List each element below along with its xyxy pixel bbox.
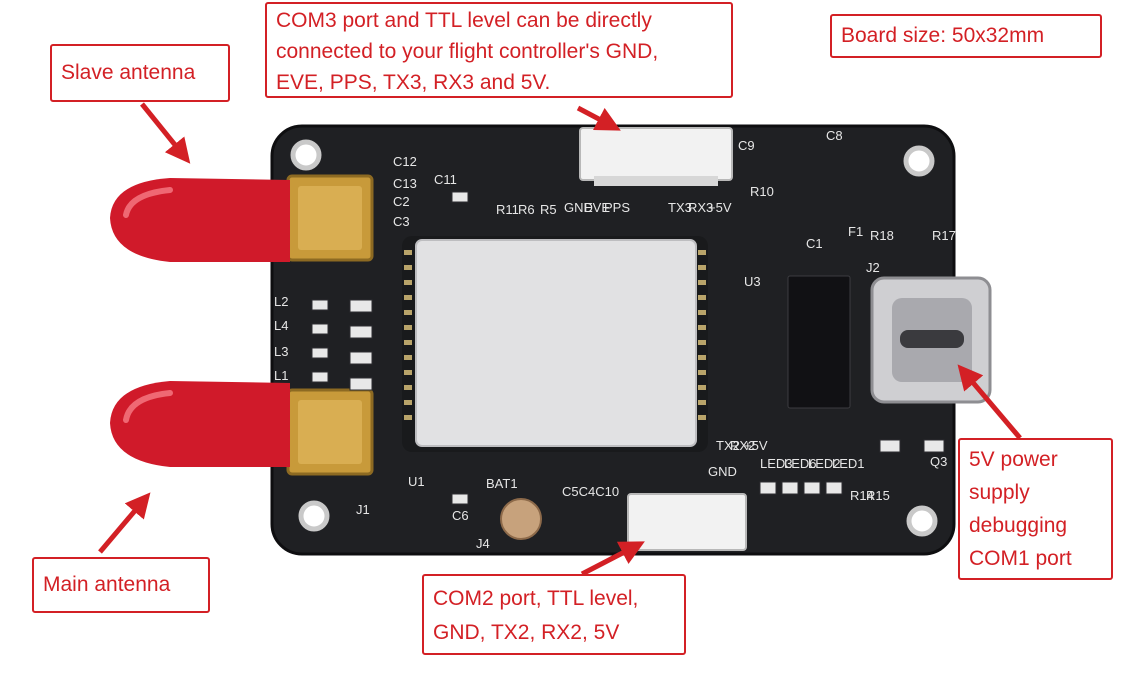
silk-led6: LED6 <box>784 456 817 471</box>
usb-uart-ic <box>787 275 851 409</box>
backup-battery <box>500 498 542 540</box>
silk-c1: C6 <box>452 508 469 523</box>
silk-c6: C5C4C10 <box>562 484 619 499</box>
com3-connector <box>579 127 733 186</box>
silk-tx2: TX2 <box>716 438 740 453</box>
gnss-module <box>402 236 708 452</box>
usb-c-port <box>870 276 992 404</box>
silk-gnd-com2: GND <box>708 464 737 479</box>
callout-com3-line-3: EVE, PPS, TX3, RX3 and 5V. <box>276 71 551 94</box>
silk-tx3: TX3 <box>668 200 692 215</box>
silkscreen-labels: C12 C13 C2 C3 C11 GND EVE PPS TX3 RX3 +5… <box>274 128 956 551</box>
silk-c9: C9 <box>738 138 755 153</box>
silk-c13: C13 <box>393 176 417 191</box>
callout-com2-port: COM2 port, TTL level, GND, TX2, RX2, 5V <box>422 574 686 655</box>
silk-gnd-com3: GND <box>564 200 593 215</box>
callout-main-antenna: Main antenna <box>32 557 210 613</box>
silk-5v-com2: +5V <box>744 438 768 453</box>
antenna-caps <box>110 178 290 467</box>
callout-board-size: Board size: 50x32mm <box>830 14 1102 58</box>
silk-led2: LED2 <box>808 456 841 471</box>
silk-c12: C12 <box>393 154 417 169</box>
callout-com1-line-1: 5V power <box>969 448 1058 471</box>
silk-r11: R11 <box>496 202 519 217</box>
silk-5v-com3: +5V <box>708 200 732 215</box>
silk-l2: L2 <box>274 294 288 309</box>
silk-r6: R6 <box>518 202 535 217</box>
callout-com1-line-2: supply <box>969 481 1030 504</box>
silk-c5c4c10: C1 <box>806 236 823 251</box>
callout-com1-line-3: debugging <box>969 514 1068 537</box>
silk-l3: L3 <box>274 344 288 359</box>
silk-r5: R5 <box>540 202 557 217</box>
silk-r10: R10 <box>750 184 774 199</box>
silk-q3: Q3 <box>930 454 947 469</box>
silk-c2: C2 <box>393 194 410 209</box>
silk-c11: C11 <box>434 172 457 187</box>
callout-com3-line-2: connected to your flight controller's GN… <box>276 40 659 63</box>
silk-f1: F1 <box>848 224 863 239</box>
com2-connector <box>627 493 747 551</box>
callout-com2-line-1: COM2 port, TTL level, <box>433 587 639 610</box>
silk-u1: U1 <box>408 474 425 489</box>
callout-slave-antenna: Slave antenna <box>50 44 230 102</box>
callout-com1-line-4: COM1 port <box>969 547 1072 570</box>
silk-j2: J2 <box>866 260 880 275</box>
silk-r15: R15 <box>866 488 890 503</box>
silk-c7: C8 <box>826 128 843 143</box>
mounting-holes <box>290 139 938 537</box>
callout-com3-line-1: COM3 port and TTL level can be directly <box>276 9 652 32</box>
silk-rx2: RX2 <box>730 438 755 453</box>
smd-components <box>311 191 945 505</box>
silk-l4: L4 <box>274 318 288 333</box>
callout-com2-line-2: GND, TX2, RX2, 5V <box>433 621 620 644</box>
silk-r17: R17 <box>932 228 956 243</box>
callout-com1-port: 5V power supply debugging COM1 port <box>958 438 1113 580</box>
silk-r14: R14 <box>850 488 874 503</box>
silk-bat1: BAT1 <box>486 476 518 491</box>
sma-connectors <box>286 174 374 476</box>
silk-u3: U3 <box>744 274 761 289</box>
callout-com3-port: COM3 port and TTL level can be directly … <box>265 2 733 98</box>
silk-j1: J1 <box>356 502 370 517</box>
silk-led1: LED1 <box>832 456 865 471</box>
silk-rx3: RX3 <box>688 200 713 215</box>
silk-l1: L1 <box>274 368 288 383</box>
silk-j4: J4 <box>476 536 490 551</box>
silk-eve: EVE <box>584 200 610 215</box>
silk-pps: PPS <box>604 200 630 215</box>
silk-r18: R18 <box>870 228 894 243</box>
silk-led3: LED3 <box>760 456 793 471</box>
silk-c3: C3 <box>393 214 410 229</box>
